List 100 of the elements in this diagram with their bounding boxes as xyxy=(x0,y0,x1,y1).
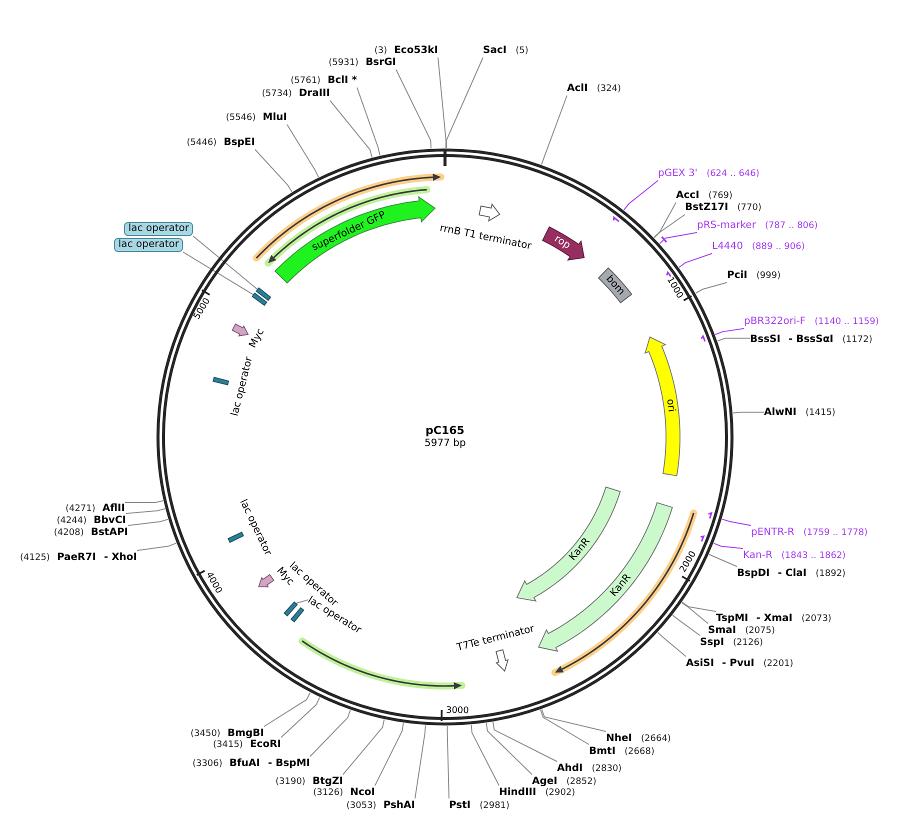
label-tag: lac operator xyxy=(114,238,183,252)
primer-range: (889 .. 906) xyxy=(752,240,805,254)
leader-line xyxy=(732,412,764,414)
leader-line xyxy=(682,602,716,612)
enzyme-name: PstI xyxy=(449,798,471,812)
leader-line xyxy=(286,124,319,178)
primer-name: Kan-R xyxy=(743,548,772,562)
leader-line xyxy=(540,709,590,745)
site-position: (2126) xyxy=(733,636,763,650)
leader-line xyxy=(657,632,686,657)
site-position: (999) xyxy=(756,270,781,282)
leader-line xyxy=(541,708,606,732)
enzyme-name: BsrGI xyxy=(366,56,396,68)
site-position: (769) xyxy=(708,190,733,202)
leader-line xyxy=(295,599,309,604)
enzyme-name: AccI xyxy=(676,188,700,202)
enzyme-name: AflII xyxy=(102,502,125,514)
site-position: (2902) xyxy=(545,786,576,800)
site-position: (3450) xyxy=(190,728,220,740)
enzyme-name: AgeI xyxy=(532,774,558,787)
site-position: (5734) xyxy=(262,88,292,100)
site-position: (4271) xyxy=(65,502,96,515)
site-position: (3306) xyxy=(192,758,222,770)
site-position: (2073) xyxy=(802,612,832,626)
enzyme-name: BclI * xyxy=(328,74,357,86)
site-position: (2668) xyxy=(624,746,654,758)
site-position: (4244) xyxy=(56,514,87,528)
leader-line xyxy=(659,232,698,244)
site-position: (770) xyxy=(737,202,762,214)
leader-line xyxy=(374,722,404,786)
enzyme-name: PshAI xyxy=(383,798,415,812)
leader-line xyxy=(396,69,432,149)
leader-line xyxy=(182,252,254,296)
enzyme-name: - XmaI xyxy=(756,612,793,624)
site-position: (5446) xyxy=(186,136,217,150)
enzyme-name: - PvuI xyxy=(722,656,754,670)
enzyme-name: BbvCI xyxy=(94,514,126,526)
site-position: (4125) xyxy=(20,552,50,564)
site-position: (5) xyxy=(516,44,528,58)
leader-line xyxy=(280,696,320,738)
enzyme-name: - BssSαI xyxy=(788,332,834,346)
site-position: (2664) xyxy=(641,732,671,746)
enzyme-name: BfuAI xyxy=(229,756,260,770)
site-position: (3190) xyxy=(276,776,306,788)
leader-line xyxy=(672,614,700,636)
scale-label: 3000 xyxy=(446,704,469,717)
leader-line xyxy=(713,542,744,549)
site-position: (2201) xyxy=(763,658,794,670)
enzyme-name: BtgZI xyxy=(312,774,343,788)
plasmid-size: 5977 bp xyxy=(424,438,466,450)
site-position: (5546) xyxy=(226,112,256,124)
leader-line xyxy=(717,338,750,342)
enzyme-name: BssSI xyxy=(750,332,780,346)
feature-label: lac operator xyxy=(229,356,255,418)
leader-line xyxy=(541,95,568,166)
leader-line xyxy=(681,602,708,624)
primer-name: L4440 xyxy=(712,240,744,252)
site-position: (3) xyxy=(374,44,388,58)
enzyme-name: AlwNI xyxy=(764,406,796,418)
leader-line xyxy=(330,100,372,158)
leader-line xyxy=(136,542,177,551)
enzyme-name: TspMI xyxy=(716,612,748,624)
leader-line xyxy=(678,253,712,268)
label-tag: lac operator xyxy=(124,222,193,236)
enzyme-name: SspI xyxy=(700,636,724,648)
site-position: (1892) xyxy=(816,568,846,580)
enzyme-name: DraIII xyxy=(298,86,330,100)
site-position: (3126) xyxy=(313,786,344,800)
enzyme-name: Eco53kI xyxy=(394,44,438,56)
leader-line xyxy=(124,500,164,504)
enzyme-name: - ClaI xyxy=(778,566,807,580)
enzyme-name: MluI xyxy=(262,110,287,124)
feature-label: ori xyxy=(664,398,678,412)
leader-line xyxy=(414,724,426,799)
feature-label: rrnB T1 terminator xyxy=(438,222,532,252)
feature-label: rop xyxy=(552,234,572,252)
leader-line xyxy=(654,214,686,238)
enzyme-name: BmgBI xyxy=(227,726,264,740)
enzyme-name: HindIII xyxy=(499,786,536,798)
site-position: (4208) xyxy=(54,526,84,540)
feature-label: Myc xyxy=(248,326,268,350)
leader-line xyxy=(708,554,738,567)
enzyme-name: PciI xyxy=(727,268,748,282)
site-position: (3053) xyxy=(346,800,376,812)
leader-line xyxy=(438,57,446,148)
site-position: (1415) xyxy=(806,406,836,420)
enzyme-name: SmaI xyxy=(708,624,736,636)
leader-line xyxy=(492,722,558,762)
enzyme-name: BstZ17I xyxy=(685,200,728,214)
leader-line xyxy=(310,710,351,757)
leader-line xyxy=(654,202,676,238)
site-position: (3415) xyxy=(213,738,243,752)
leader-line xyxy=(486,722,532,775)
enzyme-name: SacI xyxy=(483,44,507,56)
primer-name: pRS-marker xyxy=(697,218,756,232)
leader-line xyxy=(695,282,728,294)
leader-line xyxy=(722,518,752,526)
leader-line xyxy=(356,87,380,156)
leader-line xyxy=(128,518,168,526)
primer-name: pGEX 3' xyxy=(658,166,698,180)
